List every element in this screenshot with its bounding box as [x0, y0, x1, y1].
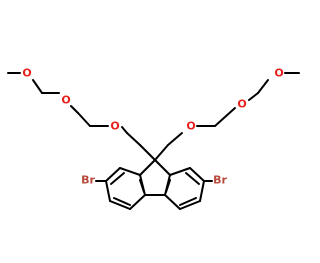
bond	[32, 79, 43, 94]
bond	[154, 144, 169, 161]
bond	[139, 179, 145, 193]
bond	[164, 194, 181, 210]
bond	[179, 197, 197, 206]
bond	[257, 79, 269, 94]
bond	[110, 172, 125, 185]
bond	[77, 112, 91, 127]
oxygen-label: O	[186, 120, 195, 133]
bond	[154, 159, 171, 176]
bond	[126, 132, 141, 146]
bond	[109, 200, 131, 210]
oxygen-label: O	[237, 98, 246, 111]
bond	[185, 172, 200, 185]
bond	[105, 167, 121, 182]
oxygen-label: O	[110, 120, 119, 133]
bond	[139, 159, 156, 176]
structure-diagram: O O O O O O Br Br	[7, 67, 300, 210]
oxygen-label: O	[274, 67, 283, 80]
bond	[169, 167, 191, 176]
bond	[214, 107, 236, 127]
bond	[70, 105, 79, 114]
bond	[139, 144, 156, 161]
bromine-label: Br	[213, 174, 227, 187]
bond	[165, 179, 171, 193]
bond	[189, 167, 205, 182]
bond	[199, 180, 205, 202]
bond	[105, 180, 111, 202]
oxygen-label: O	[22, 67, 31, 80]
bond	[248, 92, 259, 101]
bromine-label: Br	[81, 174, 95, 187]
bond	[119, 167, 141, 176]
bond	[113, 197, 131, 206]
bond	[129, 194, 146, 210]
bond	[179, 200, 201, 210]
molecule-canvas: O O O O O O Br Br	[7, 66, 300, 210]
bond	[167, 132, 183, 146]
bond	[121, 126, 128, 134]
oxygen-label: O	[61, 94, 70, 107]
